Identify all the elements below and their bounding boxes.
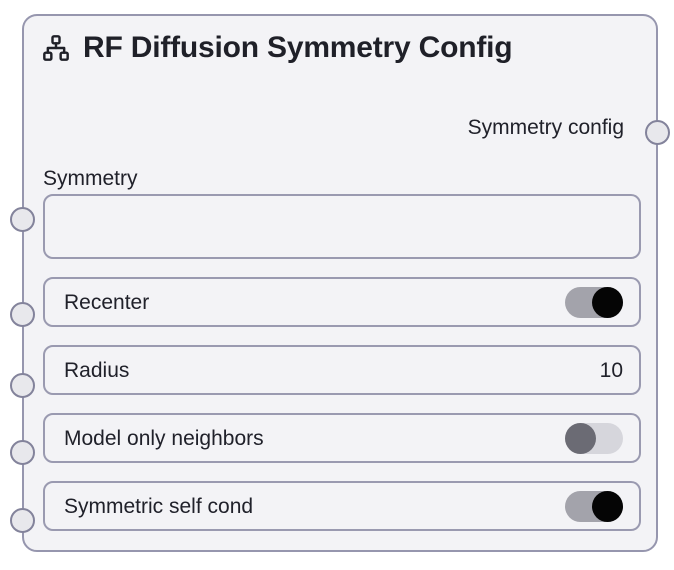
symmetric-self-cond-toggle[interactable]: [565, 490, 623, 522]
model-only-neighbors-row[interactable]: Model only neighbors: [43, 413, 641, 463]
symmetric-self-cond-row[interactable]: Symmetric self cond: [43, 481, 641, 531]
rf-diffusion-symmetry-config-node[interactable]: RF Diffusion Symmetry Config Symmetry co…: [10, 14, 670, 552]
input-port-radius[interactable]: [10, 373, 35, 398]
model-only-neighbors-toggle-knob: [565, 422, 596, 454]
radius-value[interactable]: 10: [599, 358, 623, 382]
recenter-label: Recenter: [64, 290, 150, 314]
node-header: RF Diffusion Symmetry Config: [42, 31, 513, 64]
output-row-symmetry-config: Symmetry config: [468, 117, 624, 138]
radius-label: Radius: [64, 358, 130, 382]
input-port-recenter[interactable]: [10, 302, 35, 327]
recenter-toggle-knob: [592, 286, 623, 318]
symmetry-label: Symmetry: [43, 167, 138, 190]
recenter-row[interactable]: Recenter: [43, 277, 641, 327]
model-only-neighbors-toggle[interactable]: [565, 422, 623, 454]
sitemap-icon: [42, 34, 70, 62]
page-title: RF Diffusion Symmetry Config: [83, 31, 513, 64]
input-port-symmetric-self-cond[interactable]: [10, 508, 35, 533]
output-port-symmetry-config[interactable]: [645, 120, 670, 145]
recenter-toggle[interactable]: [565, 286, 623, 318]
output-label: Symmetry config: [467, 116, 624, 139]
input-port-symmetry[interactable]: [10, 207, 35, 232]
radius-row[interactable]: Radius 10: [43, 345, 641, 395]
symmetric-self-cond-label: Symmetric self cond: [64, 494, 254, 518]
model-only-neighbors-label: Model only neighbors: [64, 426, 264, 450]
input-port-model-only-neighbors[interactable]: [10, 440, 35, 465]
symmetric-self-cond-toggle-knob: [592, 490, 623, 522]
symmetry-input[interactable]: [43, 194, 641, 259]
